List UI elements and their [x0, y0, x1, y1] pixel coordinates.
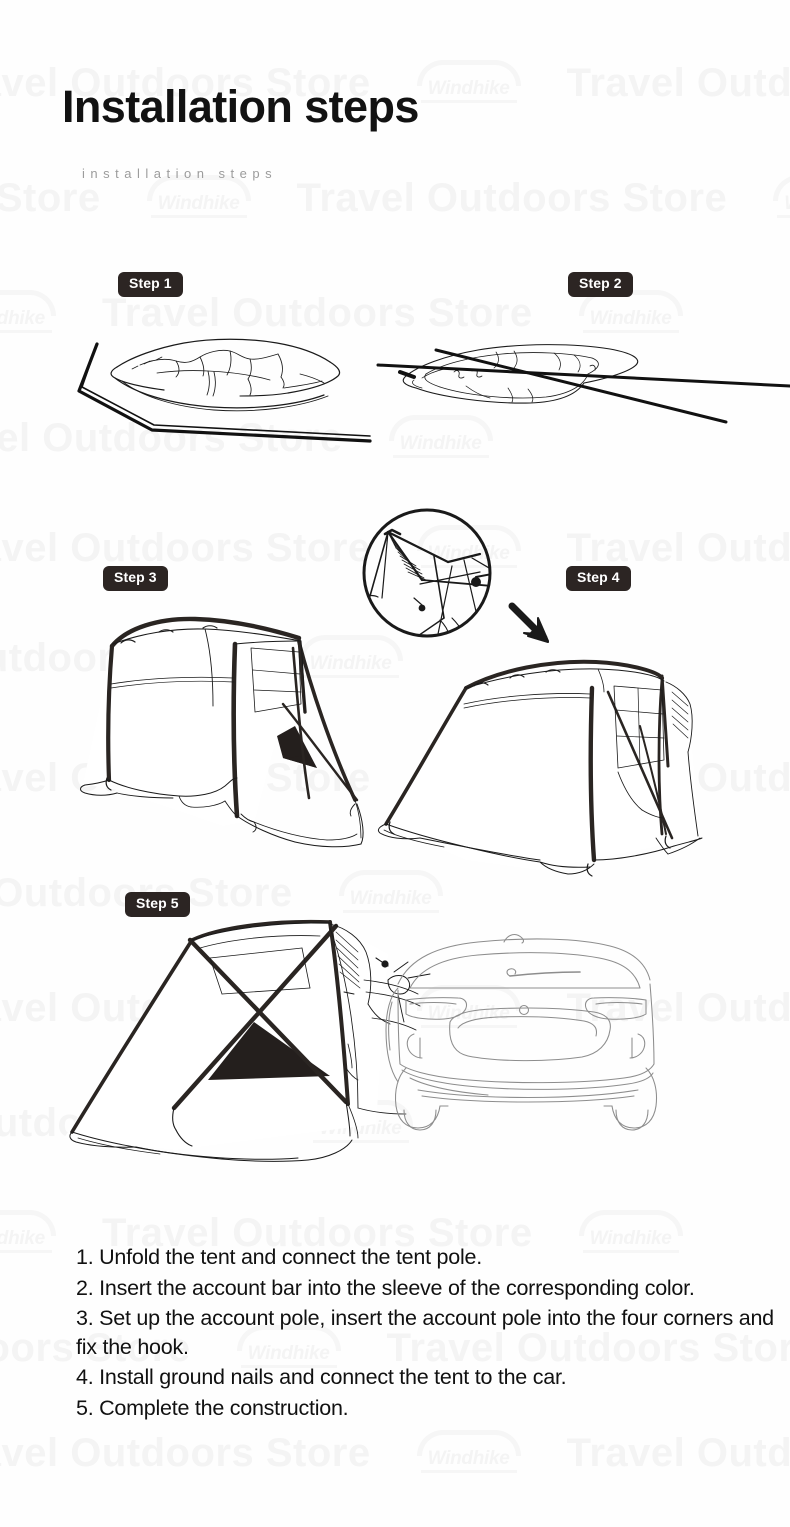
step-2-illustration: [376, 330, 790, 425]
step-badge-3: Step 3: [103, 566, 168, 591]
step-4-illustration: [370, 648, 715, 893]
callout-arrow-icon: [508, 602, 549, 643]
step-badge-2: Step 2: [568, 272, 633, 297]
step-5-illustration: [58, 918, 678, 1178]
instruction-line-1: 1. Unfold the tent and connect the tent …: [76, 1245, 482, 1269]
page-subtitle: installation steps: [82, 166, 278, 181]
instruction-line-2: 2. Insert the account bar into the sleev…: [76, 1275, 695, 1300]
page-title: Installation steps: [62, 81, 419, 132]
step-3-illustration: [55, 608, 400, 870]
step-badge-5: Step 5: [125, 892, 190, 917]
instruction-line-4: 4. Install ground nails and connect the …: [76, 1365, 567, 1389]
step-badge-4: Step 4: [566, 566, 631, 591]
callout-circle: [362, 508, 492, 638]
instruction-line-3: 3. Set up the account pole, insert the a…: [76, 1306, 774, 1359]
step-1-illustration: [62, 315, 372, 455]
instruction-line-5: 5. Complete the construction.: [76, 1395, 349, 1420]
step-badge-1: Step 1: [118, 272, 183, 297]
detail-callout: [352, 500, 552, 650]
instructions-list: 1. Unfold the tent and connect the tent …: [76, 1243, 776, 1424]
